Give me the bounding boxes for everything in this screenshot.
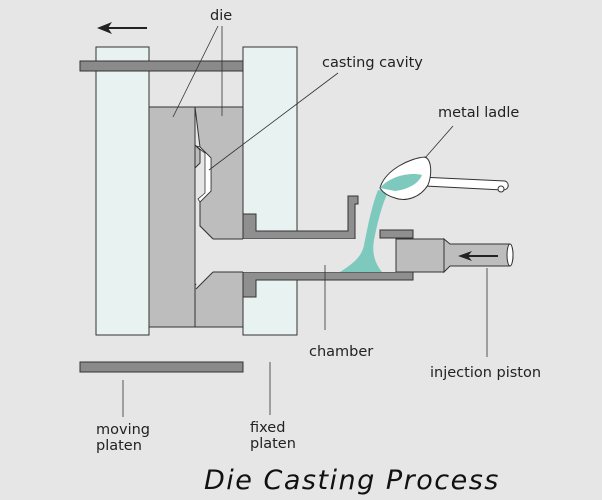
chamber-pour-lip bbox=[379, 229, 414, 239]
metal-ladle bbox=[379, 156, 509, 200]
label-injection-piston: injection piston bbox=[430, 365, 541, 381]
metal-ladle-leader bbox=[424, 125, 454, 159]
label-die: die bbox=[210, 8, 232, 24]
label-metal-ladle: metal ladle bbox=[438, 105, 519, 121]
tie-bar-top bbox=[79, 60, 244, 72]
moving-die-half bbox=[148, 106, 201, 328]
label-casting-cavity: casting cavity bbox=[322, 55, 423, 71]
injection-direction-arrow-icon bbox=[458, 251, 498, 261]
tie-bar-bottom bbox=[79, 361, 244, 373]
injection-piston-head bbox=[395, 238, 445, 273]
moving-platen-body bbox=[95, 46, 150, 336]
diagram-title: Die Casting Process bbox=[204, 465, 500, 496]
die-leader-left bbox=[172, 25, 219, 118]
label-moving-platen-line2: platen bbox=[96, 438, 142, 454]
moving-direction-arrow-icon bbox=[97, 22, 147, 34]
casting-cavity bbox=[195, 145, 212, 203]
label-chamber: chamber bbox=[309, 344, 373, 360]
fixed-die-half bbox=[194, 106, 244, 240]
label-fixed-platen-line1: fixed bbox=[250, 420, 285, 436]
label-moving-platen-line1: moving bbox=[96, 422, 150, 438]
molten-metal bbox=[340, 190, 388, 272]
casting-cavity-leader bbox=[208, 72, 339, 171]
label-fixed-platen-line2: platen bbox=[250, 436, 296, 452]
